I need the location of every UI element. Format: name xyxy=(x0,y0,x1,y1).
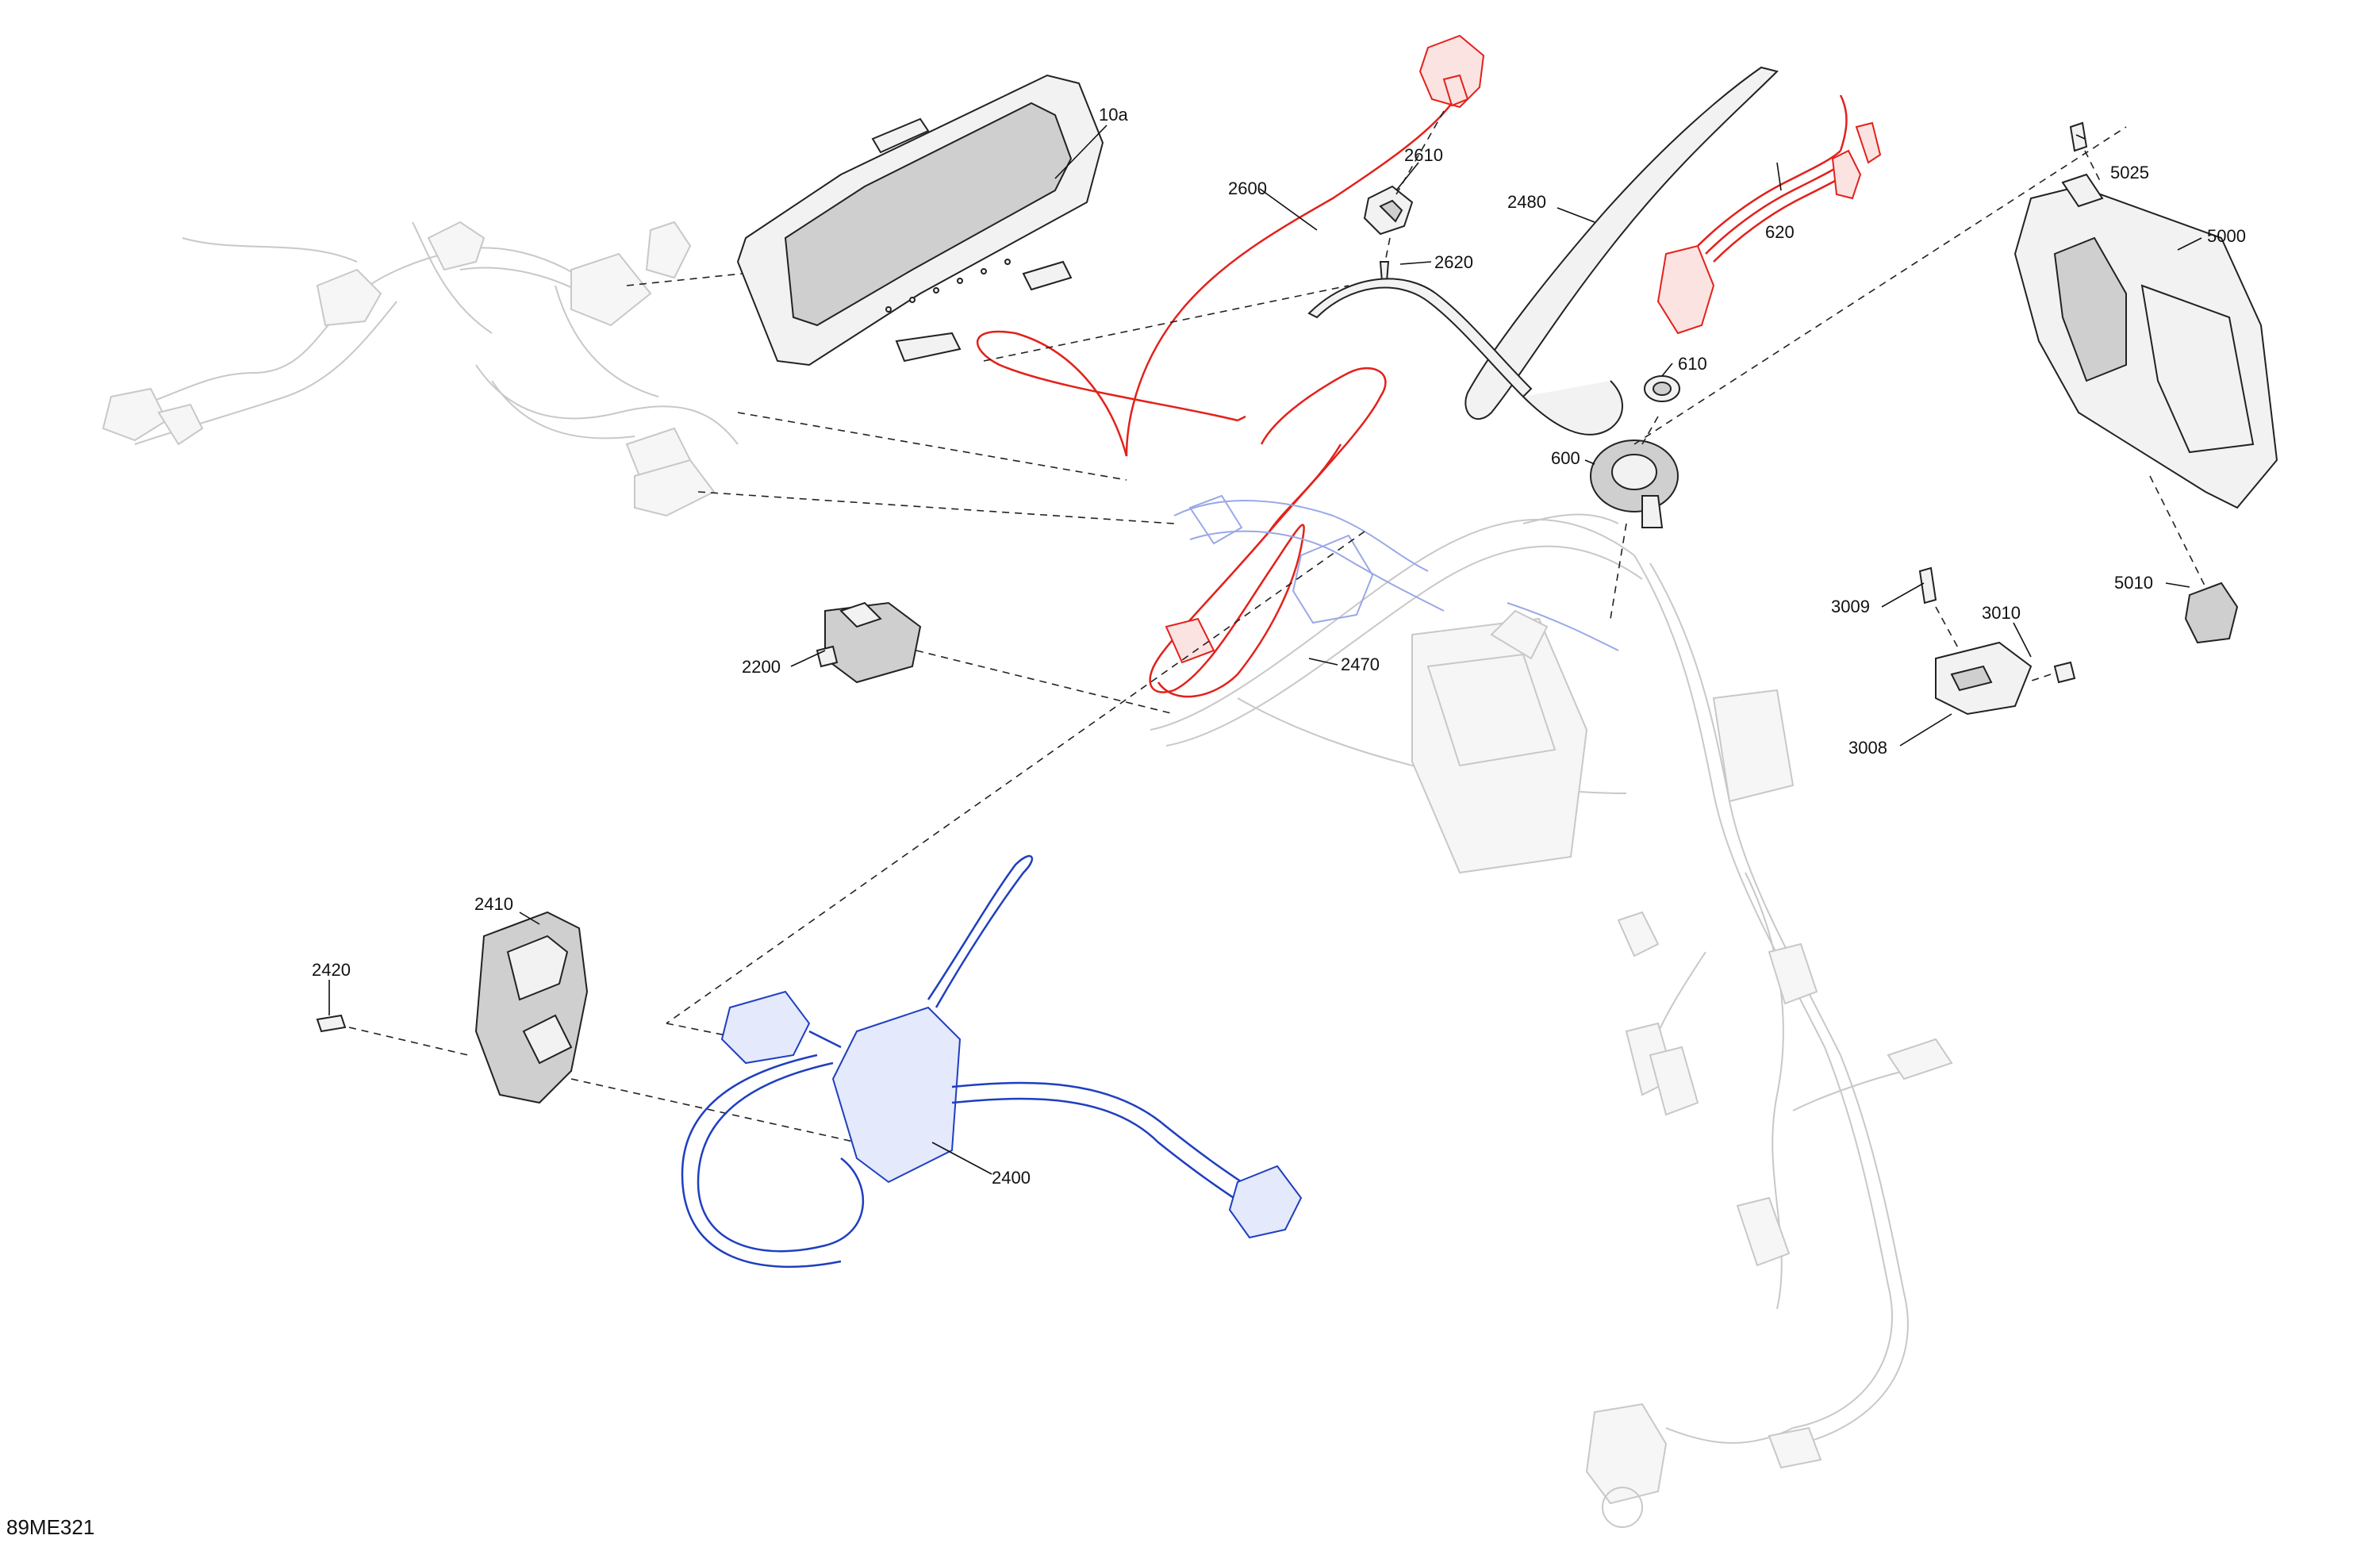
screw-2420 xyxy=(316,1014,347,1033)
callout-2610: 2610 xyxy=(1404,145,1443,165)
callout-2480: 2480 xyxy=(1507,192,1546,212)
callout-610: 610 xyxy=(1678,354,1707,374)
callout-620: 620 xyxy=(1765,222,1795,242)
ghost-left-harness xyxy=(102,221,739,517)
ignition-housing-600 xyxy=(1590,439,1679,528)
tube-2480 xyxy=(1307,66,1779,436)
callout-2420: 2420 xyxy=(312,960,351,980)
callout-2200: 2200 xyxy=(742,657,781,677)
callout-5000: 5000 xyxy=(2207,226,2246,246)
screw-3009 xyxy=(1918,566,1937,605)
harness-2470 xyxy=(1149,367,1387,698)
callout-2620: 2620 xyxy=(1434,252,1473,272)
callout-2470: 2470 xyxy=(1341,654,1380,674)
bracket-5010 xyxy=(2184,582,2239,644)
callout-3008: 3008 xyxy=(1848,738,1887,758)
start-switch-harness-2600 xyxy=(977,34,1485,457)
switch-harness-2400 xyxy=(681,855,1303,1269)
callout-2600: 2600 xyxy=(1228,178,1267,198)
nut-610 xyxy=(1644,375,1680,402)
callout-3009: 3009 xyxy=(1831,597,1870,616)
callout-10a: 10a xyxy=(1099,105,1128,125)
callout-2410: 2410 xyxy=(474,894,513,914)
sensor-2200 xyxy=(816,601,922,684)
callout-3010: 3010 xyxy=(1982,603,2021,623)
module-5000 xyxy=(2013,173,2278,509)
safety-lanyard-620 xyxy=(1656,94,1882,335)
screw-3010 xyxy=(2053,661,2076,684)
cover-2410 xyxy=(474,911,589,1104)
figure-code: 89ME321 xyxy=(6,1515,94,1539)
callout-2400: 2400 xyxy=(992,1168,1031,1188)
callout-600: 600 xyxy=(1551,448,1580,468)
callout-5025: 5025 xyxy=(2110,163,2149,182)
callout-5010: 5010 xyxy=(2114,573,2153,593)
ghost-main-harness xyxy=(1150,513,1953,1528)
faint-blue-harness xyxy=(1173,494,1619,651)
screw-5025 xyxy=(2069,121,2088,152)
instrument-cluster-10a xyxy=(736,74,1104,367)
bracket-3008 xyxy=(1935,641,2033,716)
switch-clip-2610 xyxy=(1363,185,1414,236)
